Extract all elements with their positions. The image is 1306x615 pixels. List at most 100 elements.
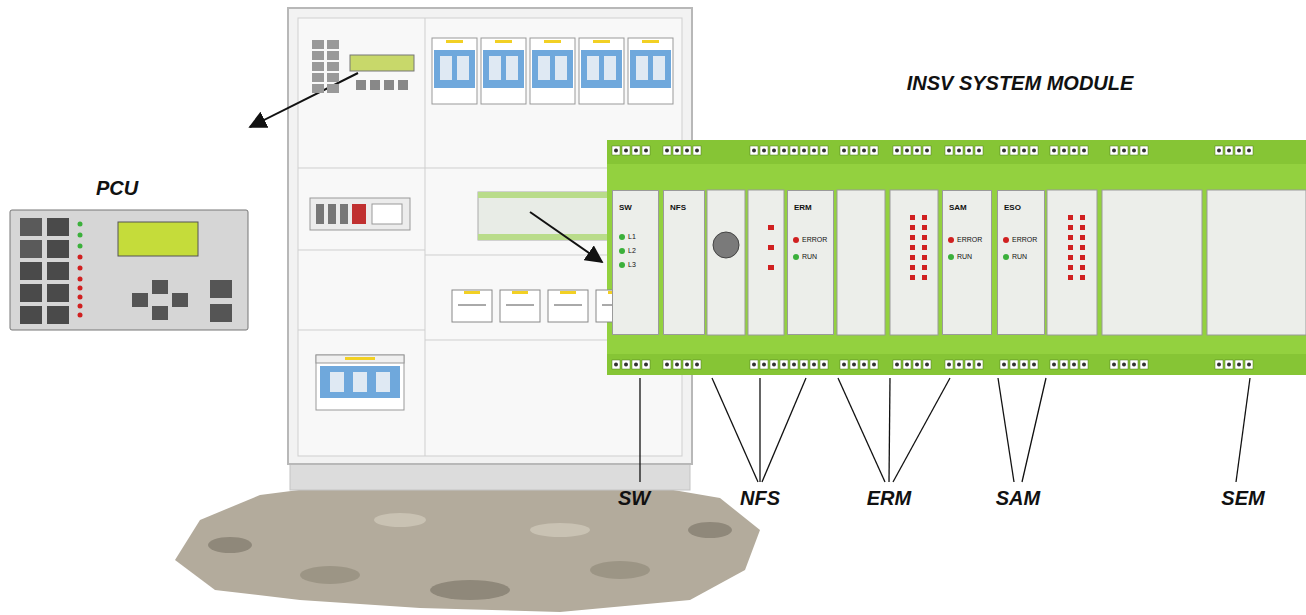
terminal-screw	[792, 363, 796, 367]
key	[20, 218, 42, 236]
terminal-screw	[977, 363, 981, 367]
fuse-window	[506, 56, 518, 80]
terminal-screw	[1032, 363, 1036, 367]
terminal	[800, 146, 808, 155]
module-face	[837, 190, 885, 335]
terminal	[1245, 360, 1253, 369]
key	[312, 73, 324, 82]
module-face	[890, 190, 938, 335]
terminal-screw	[1052, 149, 1056, 153]
terminal-screw	[1122, 363, 1126, 367]
terminal	[893, 146, 901, 155]
gravel	[688, 522, 732, 538]
terminal	[810, 360, 818, 369]
module-face: NFS	[663, 190, 705, 335]
gravel	[374, 513, 426, 527]
terminal-screw	[1247, 149, 1251, 153]
fuse-window	[653, 56, 665, 80]
terminal-screw	[752, 363, 756, 367]
terminal-screw	[957, 149, 961, 153]
terminal-screw	[967, 363, 971, 367]
terminal-screw	[905, 363, 909, 367]
terminal-screw	[1247, 363, 1251, 367]
key	[20, 240, 42, 258]
terminal	[840, 360, 848, 369]
terminal	[1050, 146, 1058, 155]
cabinet-fuse-units	[432, 38, 673, 104]
fuse-body	[581, 50, 622, 88]
terminal	[1060, 360, 1068, 369]
terminal	[1225, 360, 1233, 369]
terminal-screw	[1002, 363, 1006, 367]
cabinet-breakers	[316, 204, 324, 224]
terminal	[1080, 360, 1088, 369]
terminal-screw	[752, 149, 756, 153]
terminal	[965, 146, 973, 155]
gravel	[175, 486, 760, 612]
terminal-screw	[895, 363, 899, 367]
system-module-panel: INSV SYSTEM MODULESWL1L2L3NFSERMERRORRUN…	[607, 70, 1306, 375]
unit-mark	[512, 291, 528, 294]
cabinet-fuse-box	[316, 355, 404, 410]
terminal	[1080, 146, 1088, 155]
led	[910, 265, 915, 270]
cabinet-breakers	[340, 204, 348, 224]
terminal	[1060, 146, 1068, 155]
led	[910, 255, 915, 260]
fuse-unit	[579, 38, 624, 104]
key	[312, 62, 324, 71]
terminal-screw	[762, 363, 766, 367]
terminal-screw	[862, 149, 866, 153]
cabinet-control-unit	[398, 80, 408, 90]
terminal	[1070, 360, 1078, 369]
terminal	[965, 360, 973, 369]
led-label: L1	[628, 233, 636, 240]
terminal-screw	[695, 149, 699, 153]
led	[922, 235, 927, 240]
terminal-screw	[614, 149, 618, 153]
terminal	[693, 360, 701, 369]
terminal-screw	[915, 363, 919, 367]
led-label: ERROR	[1012, 236, 1037, 243]
terminal-screw	[1237, 149, 1241, 153]
terminal-screw	[925, 149, 929, 153]
terminal	[945, 146, 953, 155]
key	[312, 51, 324, 60]
terminal	[903, 146, 911, 155]
leader-lines	[640, 378, 1250, 482]
cabinet-module-strip	[478, 192, 612, 240]
terminal	[770, 360, 778, 369]
key	[20, 262, 42, 280]
terminal	[760, 146, 768, 155]
led	[922, 215, 927, 220]
led	[922, 275, 927, 280]
terminal	[612, 360, 620, 369]
gravel	[530, 523, 590, 537]
leader-line	[889, 378, 890, 482]
led-label: ERROR	[802, 236, 827, 243]
pcu-illustration	[118, 222, 198, 256]
terminal-screw	[852, 149, 856, 153]
terminal-screw	[947, 149, 951, 153]
unit-mark	[464, 291, 480, 294]
led	[922, 245, 927, 250]
terminal-screw	[802, 363, 806, 367]
unit-line	[554, 305, 582, 306]
key	[20, 284, 42, 302]
cabinet-fuse-box	[316, 355, 404, 363]
terminal-screw	[1072, 149, 1076, 153]
cabinet	[288, 8, 692, 464]
pcu-illustration	[210, 280, 232, 298]
terminal-screw	[644, 149, 648, 153]
cabinet	[298, 18, 682, 456]
key	[312, 40, 324, 49]
led-label: L3	[628, 261, 636, 268]
terminal	[820, 360, 828, 369]
terminal	[800, 360, 808, 369]
terminal	[923, 146, 931, 155]
cabinet-fuse-box	[345, 357, 375, 360]
terminal	[860, 360, 868, 369]
terminal	[790, 360, 798, 369]
terminal	[1070, 146, 1078, 155]
terminal-screw	[1132, 363, 1136, 367]
